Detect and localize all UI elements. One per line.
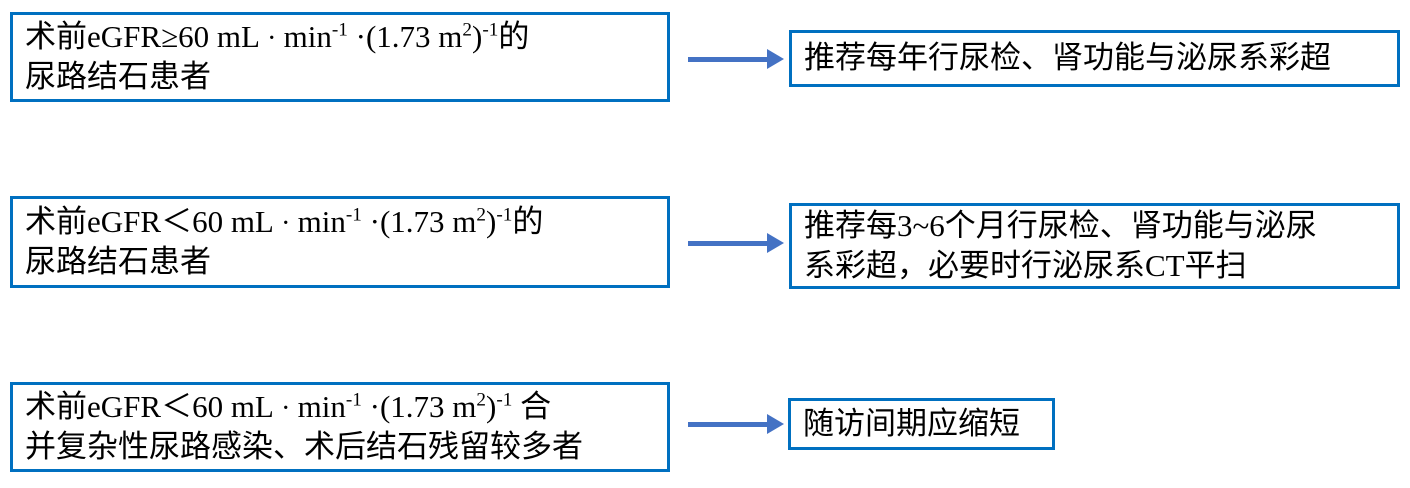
text-fragment: 的 (512, 203, 544, 239)
condition-line-2: 并复杂性尿路感染、术后结石残留较多者 (25, 429, 583, 464)
text-fragment: min (297, 203, 346, 239)
recommendation-line-1: 随访间期应缩短 (803, 405, 1020, 441)
superscript: -1 (345, 389, 362, 411)
text-fragment: min (297, 388, 346, 424)
text-fragment: 合 (512, 388, 552, 424)
text-fragment: · (273, 392, 298, 424)
arrow-head (767, 49, 784, 69)
text-fragment: · (273, 207, 298, 239)
text-fragment: ·(1.73 m (347, 18, 463, 54)
text-fragment: · (259, 22, 284, 54)
right-arrow-icon-row-3 (688, 413, 784, 435)
text-fragment: ) (486, 388, 497, 424)
right-arrow-icon-row-1 (688, 48, 784, 70)
arrow-shaft (688, 57, 767, 62)
superscript: -1 (496, 389, 513, 411)
text-fragment: min (283, 18, 332, 54)
condition-box-row-1: 术前eGFR≥60 mL · min-1 ·(1.73 m2)-1的 尿路结石患… (10, 12, 670, 102)
recommendation-box-row-2: 推荐每3~6个月行尿检、肾功能与泌尿 系彩超，必要时行泌尿系CT平扫 (789, 203, 1400, 289)
superscript: -1 (331, 19, 348, 41)
superscript: 2 (476, 389, 486, 411)
recommendation-line-1: 推荐每年行尿检、肾功能与泌尿系彩超 (804, 40, 1331, 76)
recommendation-box-row-3: 随访间期应缩短 (788, 398, 1055, 450)
arrow-head (767, 233, 784, 253)
arrow-shaft (688, 422, 767, 427)
condition-box-row-2: 术前eGFR＜60 mL · min-1 ·(1.73 m2)-1的 尿路结石患… (10, 196, 670, 288)
condition-line-1: 术前eGFR＜60 mL · min-1 ·(1.73 m2)-1的 (13, 202, 667, 242)
arrow-shaft (688, 241, 767, 246)
text-fragment: ·(1.73 m (361, 203, 477, 239)
superscript: 2 (462, 19, 473, 41)
text-fragment: ) (486, 203, 497, 239)
superscript: -1 (345, 204, 362, 226)
recommendation-line-2: 系彩超，必要时行泌尿系CT平扫 (804, 248, 1247, 283)
superscript: -1 (482, 19, 499, 41)
right-arrow-icon-row-2 (688, 232, 784, 254)
text-fragment: ·(1.73 m (361, 388, 477, 424)
recommendation-box-row-1: 推荐每年行尿检、肾功能与泌尿系彩超 (789, 30, 1400, 87)
superscript: -1 (496, 204, 513, 226)
text-fragment: 术前eGFR＜60 mL (25, 203, 274, 239)
condition-line-1: 术前eGFR＜60 mL · min-1 ·(1.73 m2)-1 合 (13, 387, 667, 427)
text-fragment: 的 (498, 18, 530, 54)
condition-line-2: 尿路结石患者 (25, 59, 211, 94)
text-fragment: 术前eGFR＜60 mL (25, 388, 274, 424)
text-fragment: ) (472, 18, 483, 54)
arrow-head (767, 414, 784, 434)
superscript: 2 (476, 204, 486, 226)
text-fragment: 术前eGFR≥60 mL (25, 18, 260, 54)
condition-box-row-3: 术前eGFR＜60 mL · min-1 ·(1.73 m2)-1 合 并复杂性… (10, 382, 670, 472)
recommendation-line-1: 推荐每3~6个月行尿检、肾功能与泌尿 (804, 207, 1317, 243)
condition-line-2: 尿路结石患者 (25, 244, 211, 279)
condition-line-1: 术前eGFR≥60 mL · min-1 ·(1.73 m2)-1的 (13, 17, 667, 57)
